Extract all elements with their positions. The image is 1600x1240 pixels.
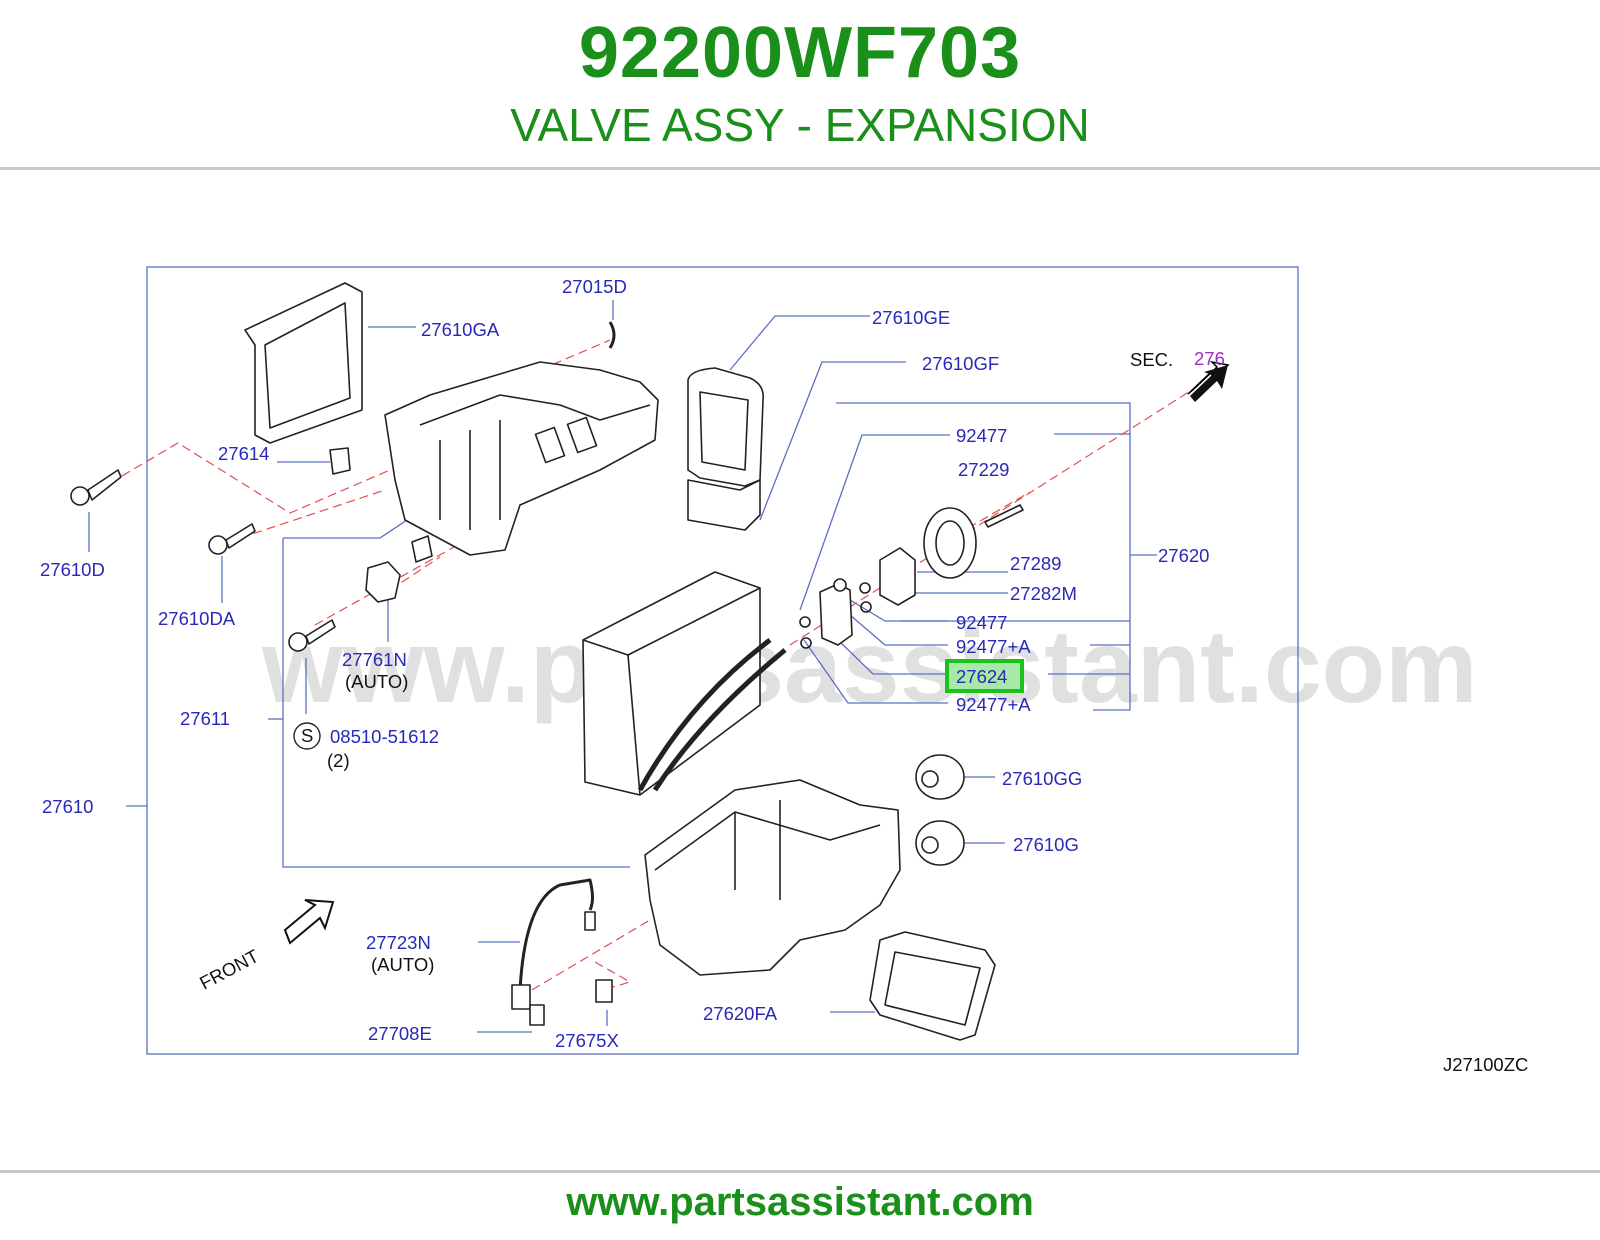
label-27015D: 27015D: [562, 276, 627, 297]
screw-symbol-circle: [293, 722, 321, 750]
diagram-frame: [146, 266, 1299, 1055]
label-27723N-note: (AUTO): [371, 954, 434, 975]
clip-27708E: [529, 1004, 545, 1026]
label-27761N: 27761N: [342, 649, 407, 670]
bolt-27229: [984, 504, 1024, 528]
label-27610GA: 27610GA: [421, 319, 500, 340]
clip-27675X: [595, 979, 613, 1003]
label-27761N-note: (AUTO): [345, 671, 408, 692]
label-92477A-lower: 92477+A: [956, 694, 1031, 715]
bracket-27282M: [879, 547, 916, 606]
watermark-text: www.partsassistant.com: [261, 609, 1478, 725]
label-27610GG: 27610GG: [1002, 768, 1082, 789]
bracket-lines: [88, 300, 1157, 1033]
label-27611: 27611: [180, 708, 230, 729]
grommet-27610G: [915, 820, 965, 866]
screw-symbol: S: [301, 725, 313, 746]
label-27610: 27610: [42, 796, 93, 817]
sec-arrow-icon: [1190, 365, 1228, 402]
lower-case: [644, 779, 901, 976]
expansion-valve-27624: [819, 583, 853, 646]
sec-reference-link[interactable]: 276: [1194, 348, 1225, 369]
screw-27610DA: [208, 523, 256, 555]
resistor-27761N: [365, 561, 401, 603]
upper-case: [384, 361, 659, 556]
label-92477-top: 92477: [956, 425, 1007, 446]
sec-prefix: SEC.: [1130, 349, 1173, 370]
label-27282M: 27282M: [1010, 583, 1077, 604]
label-27675X: 27675X: [555, 1030, 619, 1051]
label-27610D: 27610D: [40, 559, 105, 580]
parts-diagram-svg: www.partsassistant.com: [40, 266, 1528, 1075]
label-92477A-upper: 92477+A: [956, 636, 1031, 657]
evaporator-core: [582, 571, 761, 796]
part-name-subtitle: VALVE ASSY - EXPANSION: [510, 99, 1090, 151]
footer-website-link[interactable]: www.partsassistant.com: [566, 1180, 1034, 1224]
clip-27015D: [608, 321, 616, 349]
label-08510-qty: (2): [327, 750, 350, 771]
label-27610GF: 27610GF: [922, 353, 999, 374]
header-divider: [0, 167, 1600, 170]
block-27610GF: [687, 479, 761, 531]
page-header: 92200WF703 VALVE ASSY - EXPANSION: [0, 0, 1600, 168]
front-label: FRONT: [196, 945, 262, 993]
front-arrow-icon: [283, 899, 335, 945]
label-27610G: 27610G: [1013, 834, 1079, 855]
label-27620: 27620: [1158, 545, 1209, 566]
clip-27614: [329, 447, 351, 475]
label-27289: 27289: [1010, 553, 1061, 574]
label-27620FA: 27620FA: [703, 1003, 778, 1024]
screw-27610D: [70, 469, 122, 506]
highlight-box-27624[interactable]: [945, 659, 1024, 693]
grommet-27610GG: [915, 754, 965, 800]
label-27610DA: 27610DA: [158, 608, 236, 629]
label-27624-highlighted[interactable]: 27624: [956, 666, 1007, 687]
footer-divider: [0, 1170, 1600, 1173]
label-27229: 27229: [958, 459, 1009, 480]
label-92477-mid: 92477: [956, 612, 1007, 633]
label-27614: 27614: [218, 443, 269, 464]
screw-08510: [288, 619, 336, 652]
component-drawings: [70, 282, 1024, 1041]
sensor-27723N: [518, 878, 594, 991]
label-27723N: 27723N: [366, 932, 431, 953]
label-27610GE: 27610GE: [872, 307, 950, 328]
label-08510-51612: 08510-51612: [330, 726, 439, 747]
diagram-code: J27100ZC: [1443, 1054, 1528, 1075]
part-number-title: 92200WF703: [578, 13, 1022, 93]
parts-diagram: www.partsassistant.com: [0, 245, 1600, 1095]
label-27708E: 27708E: [368, 1023, 432, 1044]
